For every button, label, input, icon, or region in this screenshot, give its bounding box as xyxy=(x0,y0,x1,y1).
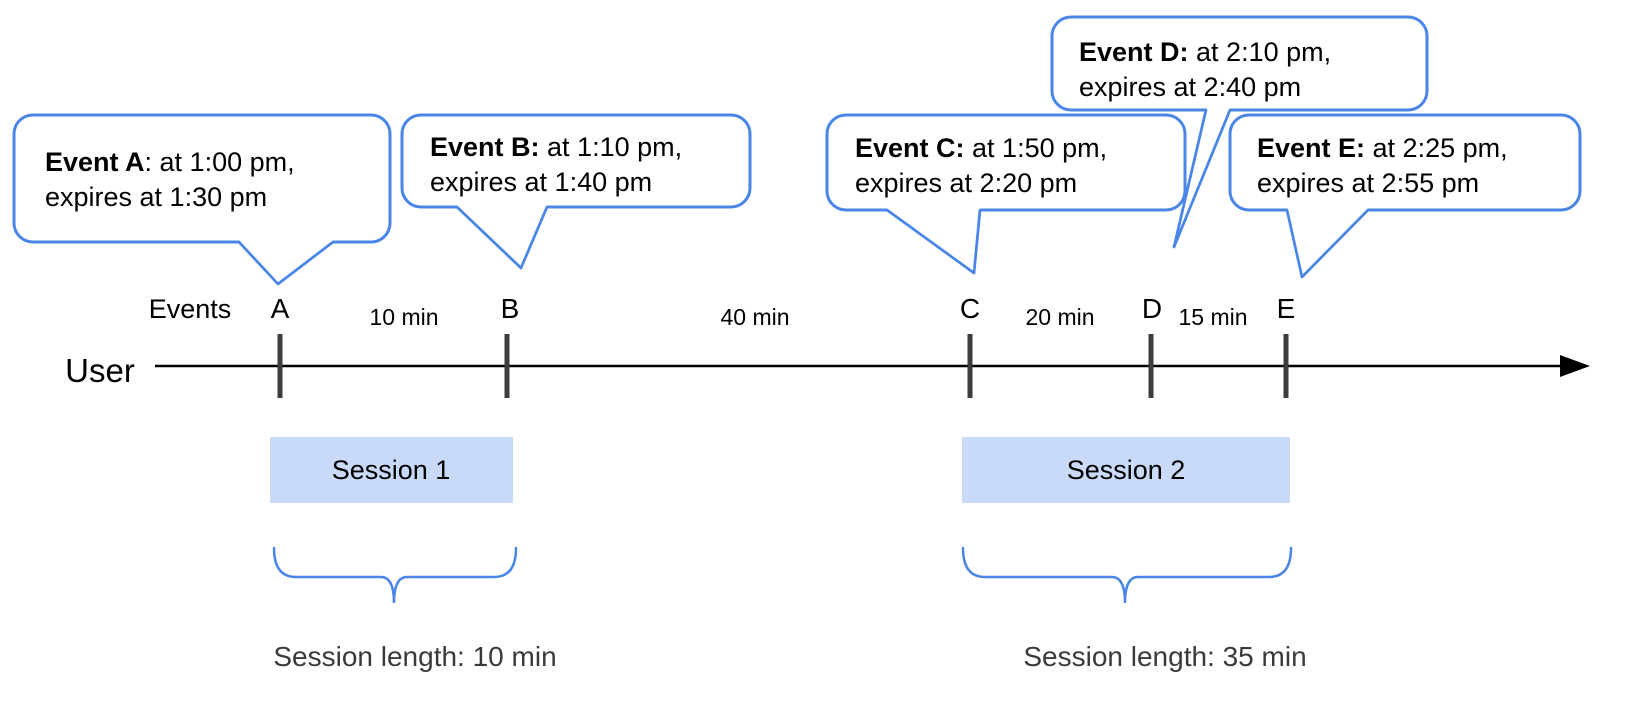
event-e-bubble-tail-outline xyxy=(1285,208,1370,279)
session-1-label: Session 1 xyxy=(332,455,451,485)
event-c-text-line1: Event C: at 1:50 pm, xyxy=(855,133,1107,163)
event-e-letter: E xyxy=(1277,293,1296,324)
event-e-text-line1: Event E: at 2:25 pm, xyxy=(1257,133,1508,163)
interval-a-b-label: 10 min xyxy=(369,304,438,330)
event-b-text-line2: expires at 1:40 pm xyxy=(430,167,652,197)
event-e-bubble-tail xyxy=(1287,203,1368,277)
event-e-bubble-box xyxy=(1228,113,1582,212)
arrow-head-icon xyxy=(1560,355,1590,377)
timeline-axis: User Events A B C D E 10 min 40 min 20 m… xyxy=(65,293,1590,398)
session-2-length-label: Session length: 35 min xyxy=(1023,641,1306,672)
event-c-letter: C xyxy=(960,293,980,324)
event-b-bubble-tail-outline xyxy=(455,205,549,270)
session-2: Session 2 Session length: 35 min xyxy=(961,437,1307,672)
event-a-letter: A xyxy=(271,293,290,324)
event-c-text-line2: expires at 2:20 pm xyxy=(855,168,1077,198)
event-d-text-line1: Event D: at 2:10 pm, xyxy=(1079,37,1331,67)
event-b-bubble-box xyxy=(400,113,752,209)
interval-d-e-label: 15 min xyxy=(1178,304,1247,330)
session-2-brace xyxy=(961,546,1293,604)
user-axis-label: User xyxy=(65,352,135,389)
events-axis-label: Events xyxy=(149,294,232,324)
session-1: Session 1 Session length: 10 min xyxy=(270,437,557,672)
event-c-bubble-tail xyxy=(887,203,980,273)
event-c-bubble-tail-outline xyxy=(885,208,982,275)
event-e-bubble: Event E: at 2:25 pm, expires at 2:55 pm xyxy=(1228,113,1582,279)
session-2-box xyxy=(962,437,1290,503)
event-e-text-line2: expires at 2:55 pm xyxy=(1257,168,1479,198)
event-a-text-line2: expires at 1:30 pm xyxy=(45,182,267,212)
event-c-bubble: Event C: at 1:50 pm, expires at 2:20 pm xyxy=(825,113,1187,275)
event-b-bubble-tail xyxy=(457,200,547,268)
event-b-text-line1: Event B: at 1:10 pm, xyxy=(430,132,682,162)
interval-c-d-label: 20 min xyxy=(1025,304,1094,330)
event-d-text-line2: expires at 2:40 pm xyxy=(1079,72,1301,102)
event-d-bubble-tail-outline xyxy=(1172,108,1232,249)
event-d-bubble-box xyxy=(1050,15,1429,112)
event-a-bubble-tail xyxy=(239,235,333,284)
event-c-bubble-box xyxy=(825,113,1187,212)
event-a-bubble: Event A: at 1:00 pm, expires at 1:30 pm xyxy=(12,113,392,286)
event-a-bubble-tail-outline xyxy=(237,240,335,286)
event-d-bubble: Event D: at 2:10 pm, expires at 2:40 pm xyxy=(1050,15,1429,249)
event-a-bubble-box xyxy=(12,113,392,244)
session-1-box xyxy=(270,437,513,503)
event-b-letter: B xyxy=(501,293,520,324)
event-d-letter: D xyxy=(1142,293,1162,324)
session-2-label: Session 2 xyxy=(1067,455,1186,485)
session-1-brace xyxy=(272,546,518,604)
event-b-bubble: Event B: at 1:10 pm, expires at 1:40 pm xyxy=(400,113,752,270)
event-a-text-line1: Event A: at 1:00 pm, xyxy=(45,147,295,177)
interval-b-c-label: 40 min xyxy=(720,304,789,330)
session-1-length-label: Session length: 10 min xyxy=(273,641,556,672)
